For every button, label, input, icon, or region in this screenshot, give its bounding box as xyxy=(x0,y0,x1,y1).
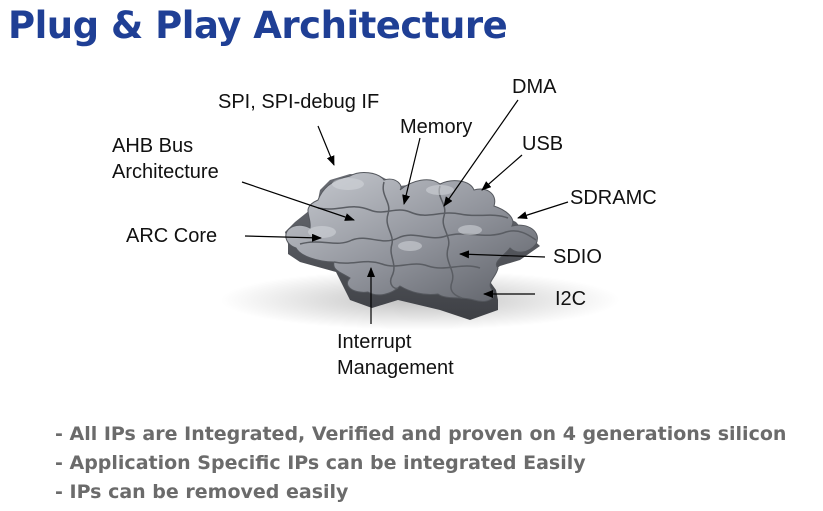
bullet-item: - All IPs are Integrated, Verified and p… xyxy=(55,423,787,445)
label-sdramc: SDRAMC xyxy=(570,187,657,209)
puzzle-pieces xyxy=(285,172,540,320)
arrow-arc xyxy=(244,233,322,242)
arrow-spi xyxy=(317,125,335,166)
puzzle-highlights xyxy=(308,178,482,251)
label-arc-core: ARC Core xyxy=(126,225,218,247)
arrow-sdramc xyxy=(517,201,569,220)
label-usb: USB xyxy=(522,133,564,155)
bullet-item: - Application Specific IPs can be integr… xyxy=(55,452,586,474)
label-interrupt-line1: Interrupt xyxy=(337,331,412,353)
puzzle-top xyxy=(285,172,538,302)
label-ahb-line2: Architecture xyxy=(112,161,219,183)
label-sdio: SDIO xyxy=(553,246,602,268)
arrow-ahb xyxy=(241,181,355,221)
label-i2c: I2C xyxy=(555,288,587,310)
bullet-item: - IPs can be removed easily xyxy=(55,481,349,503)
page-title: Plug & Play Architecture xyxy=(8,4,508,47)
label-ahb-line1: AHB Bus xyxy=(112,135,194,157)
arrow-dma xyxy=(443,99,519,207)
label-memory: Memory xyxy=(400,116,473,138)
arrow-sdio xyxy=(459,250,546,259)
label-dma: DMA xyxy=(512,76,557,98)
arrow-memory xyxy=(402,137,421,205)
label-interrupt-line2: Management xyxy=(337,357,454,379)
label-spi: SPI, SPI-debug IF xyxy=(218,91,380,113)
arrows xyxy=(241,99,569,324)
arrow-usb xyxy=(481,154,523,191)
bullet-list: - All IPs are Integrated, Verified and p… xyxy=(55,420,786,507)
